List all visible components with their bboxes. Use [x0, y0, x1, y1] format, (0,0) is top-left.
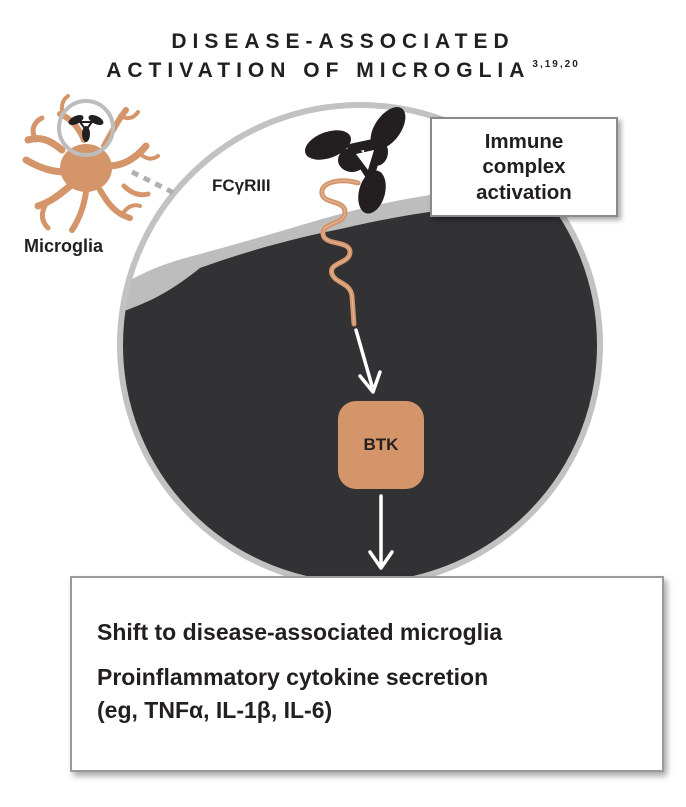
receptor-label: FCγRIII — [212, 176, 271, 195]
arrow-down-icon — [354, 328, 382, 394]
zoom-connector — [130, 169, 180, 198]
magnifier-ring — [57, 99, 115, 157]
btk-label: BTK — [363, 435, 399, 454]
title-line-1: DISEASE-ASSOCIATED — [171, 30, 515, 53]
outcome-box: Shift to disease-associated microglia Pr… — [70, 576, 664, 772]
arrow-to-outcome-icon — [368, 494, 394, 570]
microglia-body — [60, 144, 112, 192]
outcome-line-1: Shift to disease-associated microglia — [97, 619, 503, 645]
outcome-line-2: Proinflammatory cytokine secretion — [97, 664, 489, 690]
microglia-label: Microglia — [24, 236, 104, 256]
outcome-line-3: (eg, TNFα, IL-1β, IL-6) — [97, 697, 333, 723]
title-references: 3,19,20 — [532, 59, 580, 70]
btk-enzyme-box: BTK — [338, 401, 424, 489]
title-text: ACTIVATION OF MICROGLIA — [106, 59, 531, 82]
immune-complex-small-icon — [68, 115, 104, 142]
immune-complex-callout: Immune complex activation — [430, 117, 618, 217]
receptor-highlight — [321, 180, 359, 325]
callout-text: Immune complex activation — [476, 130, 572, 204]
immune-complex-icon — [305, 106, 406, 214]
receptor-chain-icon — [319, 178, 361, 327]
